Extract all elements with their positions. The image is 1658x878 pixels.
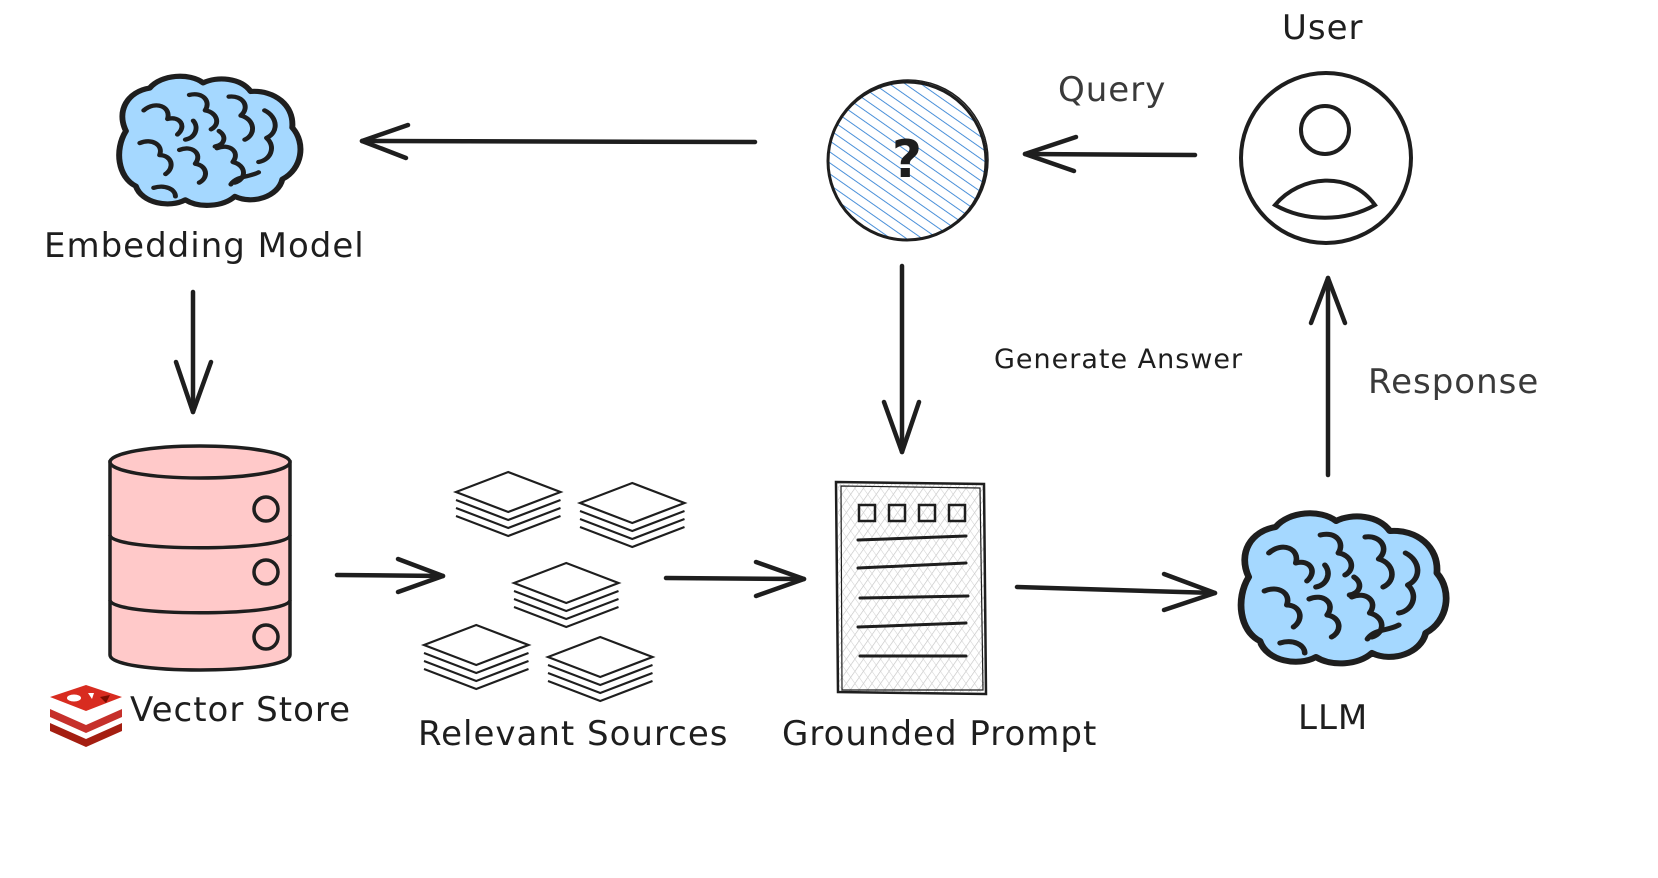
label-relevant-sources: Relevant Sources: [418, 714, 729, 754]
arrow-vectorstore-to-sources: [334, 556, 446, 595]
arrow-query-to-prompt: [881, 263, 922, 455]
label-response: Response: [1368, 362, 1540, 402]
label-generate-answer: Generate Answer: [994, 344, 1244, 375]
label-embedding-model: Embedding Model: [44, 226, 365, 266]
database-icon: [108, 444, 292, 672]
arrow-embedding-to-vectorstore: [173, 289, 214, 415]
user-icon: [1239, 71, 1413, 245]
prompt-document-icon: [834, 480, 988, 696]
label-query: Query: [1058, 70, 1167, 110]
arrow-llm-to-user: [1308, 275, 1348, 478]
llm-brain-icon: [1241, 513, 1446, 663]
arrow-sources-to-prompt: [663, 559, 807, 599]
label-llm: LLM: [1298, 698, 1369, 738]
label-grounded-prompt: Grounded Prompt: [782, 714, 1098, 754]
question-mark: ?: [892, 130, 922, 190]
redis-logo-icon: [50, 685, 122, 747]
embedding-model-brain-icon: [119, 76, 300, 205]
document-stack-icon: [422, 470, 686, 703]
arrow-query-to-embedding: [359, 122, 758, 161]
question-icon: ?: [826, 79, 989, 242]
arrow-prompt-to-llm: [1014, 571, 1218, 613]
label-user: User: [1282, 8, 1364, 48]
arrow-user-to-query: [1022, 134, 1198, 174]
label-vector-store: Vector Store: [130, 690, 352, 730]
